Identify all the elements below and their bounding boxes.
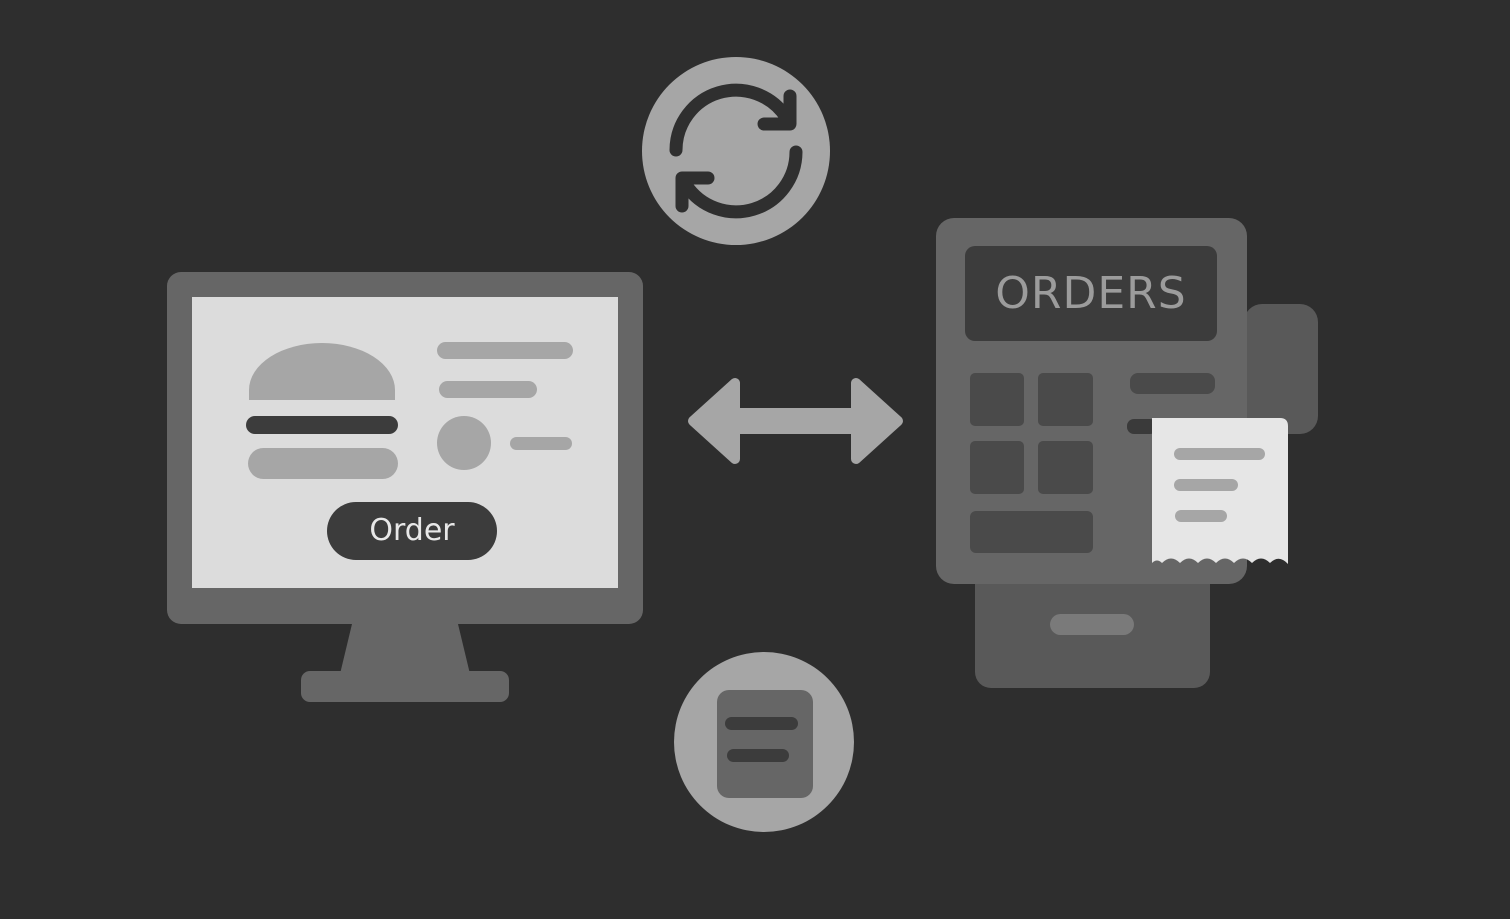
burger-icon	[246, 343, 398, 479]
pos-screen-label: ORDERS	[995, 268, 1187, 319]
document-icon	[674, 652, 854, 832]
keypad-key	[1038, 441, 1093, 494]
keypad-key	[1038, 373, 1093, 426]
printer-housing	[1244, 304, 1318, 434]
menu-line-2	[439, 381, 537, 398]
keypad-key	[970, 441, 1024, 494]
terminal-screen	[965, 246, 1217, 341]
card-slot	[1050, 614, 1134, 635]
receipt-slot	[1127, 419, 1157, 434]
monitor-neck	[340, 624, 470, 674]
menu-line-1	[437, 342, 573, 359]
sync-icon	[642, 57, 830, 245]
pos-terminal	[936, 218, 1318, 688]
website-monitor	[167, 272, 643, 702]
keypad-key	[970, 373, 1024, 426]
bidirectional-arrow-icon	[688, 378, 903, 464]
receipt-icon	[1152, 418, 1288, 564]
keypad-wide-key	[970, 511, 1093, 553]
order-button[interactable]: Order	[327, 502, 497, 560]
menu-avatar	[437, 416, 491, 470]
monitor-base	[301, 671, 509, 702]
menu-line-3	[510, 437, 572, 450]
status-bar	[1130, 373, 1215, 394]
